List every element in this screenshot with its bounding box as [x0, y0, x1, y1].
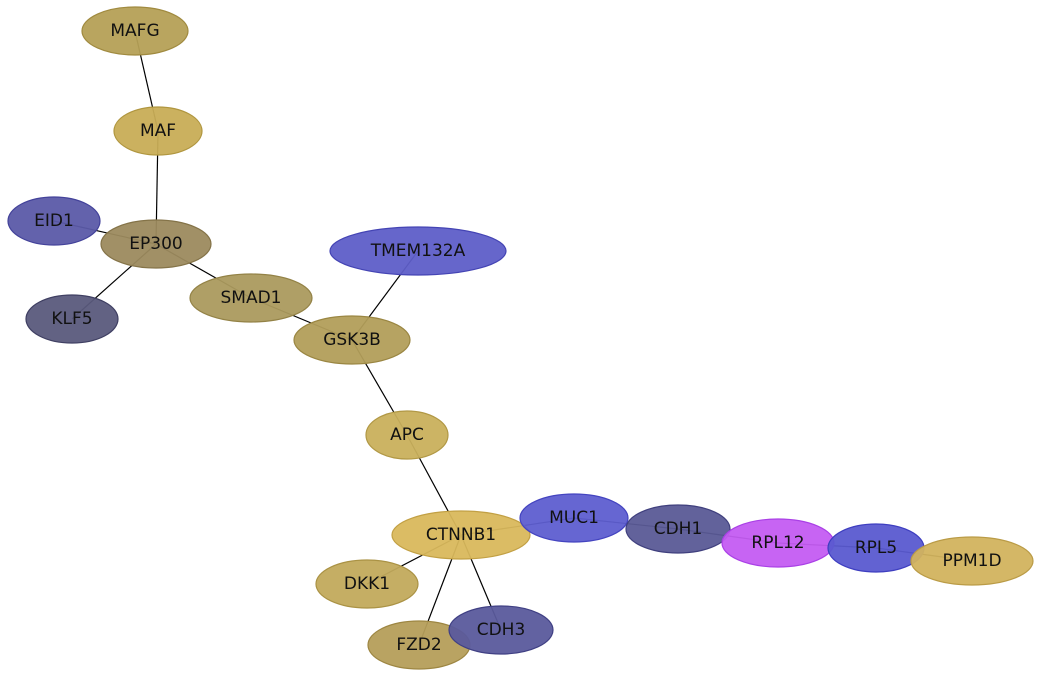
node-ctnnb1[interactable]: CTNNB1 — [391, 510, 531, 560]
node-label: MAFG — [110, 21, 159, 41]
node-rpl12[interactable]: RPL12 — [721, 518, 835, 568]
node-label: RPL5 — [855, 538, 897, 558]
node-mafg[interactable]: MAFG — [81, 6, 189, 56]
node-label: SMAD1 — [221, 288, 282, 308]
node-cdh3[interactable]: CDH3 — [448, 605, 554, 655]
node-ep300[interactable]: EP300 — [100, 219, 212, 269]
node-ellipse[interactable] — [519, 493, 629, 543]
node-label: EID1 — [34, 211, 74, 231]
node-eid1[interactable]: EID1 — [7, 196, 101, 246]
node-muc1[interactable]: MUC1 — [519, 493, 629, 543]
node-label: RPL12 — [751, 533, 804, 553]
node-ellipse[interactable] — [293, 315, 411, 365]
node-label: CTNNB1 — [426, 525, 496, 545]
node-label: DKK1 — [344, 574, 390, 594]
node-ellipse[interactable] — [365, 410, 449, 460]
node-ellipse[interactable] — [100, 219, 212, 269]
node-ellipse[interactable] — [391, 510, 531, 560]
node-ellipse[interactable] — [625, 504, 731, 554]
node-label: TMEM132A — [370, 241, 466, 261]
node-label: EP300 — [129, 234, 182, 254]
node-label: FZD2 — [396, 635, 441, 655]
node-rpl5[interactable]: RPL5 — [827, 523, 925, 573]
node-ellipse[interactable] — [7, 196, 101, 246]
node-ppm1d[interactable]: PPM1D — [910, 536, 1034, 586]
node-fzd2[interactable]: FZD2 — [367, 620, 471, 670]
node-label: APC — [390, 425, 424, 445]
node-smad1[interactable]: SMAD1 — [189, 273, 313, 323]
node-ellipse[interactable] — [448, 605, 554, 655]
node-ellipse[interactable] — [25, 294, 119, 344]
node-label: GSK3B — [323, 330, 381, 350]
node-ellipse[interactable] — [910, 536, 1034, 586]
node-label: PPM1D — [942, 551, 1001, 571]
node-label: KLF5 — [51, 309, 92, 329]
node-ellipse[interactable] — [329, 226, 507, 276]
node-maf[interactable]: MAF — [113, 106, 203, 156]
node-ellipse[interactable] — [113, 106, 203, 156]
node-label: CDH1 — [654, 519, 703, 539]
node-apc[interactable]: APC — [365, 410, 449, 460]
node-tmem132a[interactable]: TMEM132A — [329, 226, 507, 276]
node-gsk3b[interactable]: GSK3B — [293, 315, 411, 365]
node-ellipse[interactable] — [189, 273, 313, 323]
node-label: CDH3 — [477, 620, 526, 640]
node-ellipse[interactable] — [81, 6, 189, 56]
node-label: MUC1 — [549, 508, 599, 528]
node-klf5[interactable]: KLF5 — [25, 294, 119, 344]
node-ellipse[interactable] — [315, 559, 419, 609]
node-cdh1[interactable]: CDH1 — [625, 504, 731, 554]
node-label: MAF — [140, 121, 176, 141]
node-dkk1[interactable]: DKK1 — [315, 559, 419, 609]
